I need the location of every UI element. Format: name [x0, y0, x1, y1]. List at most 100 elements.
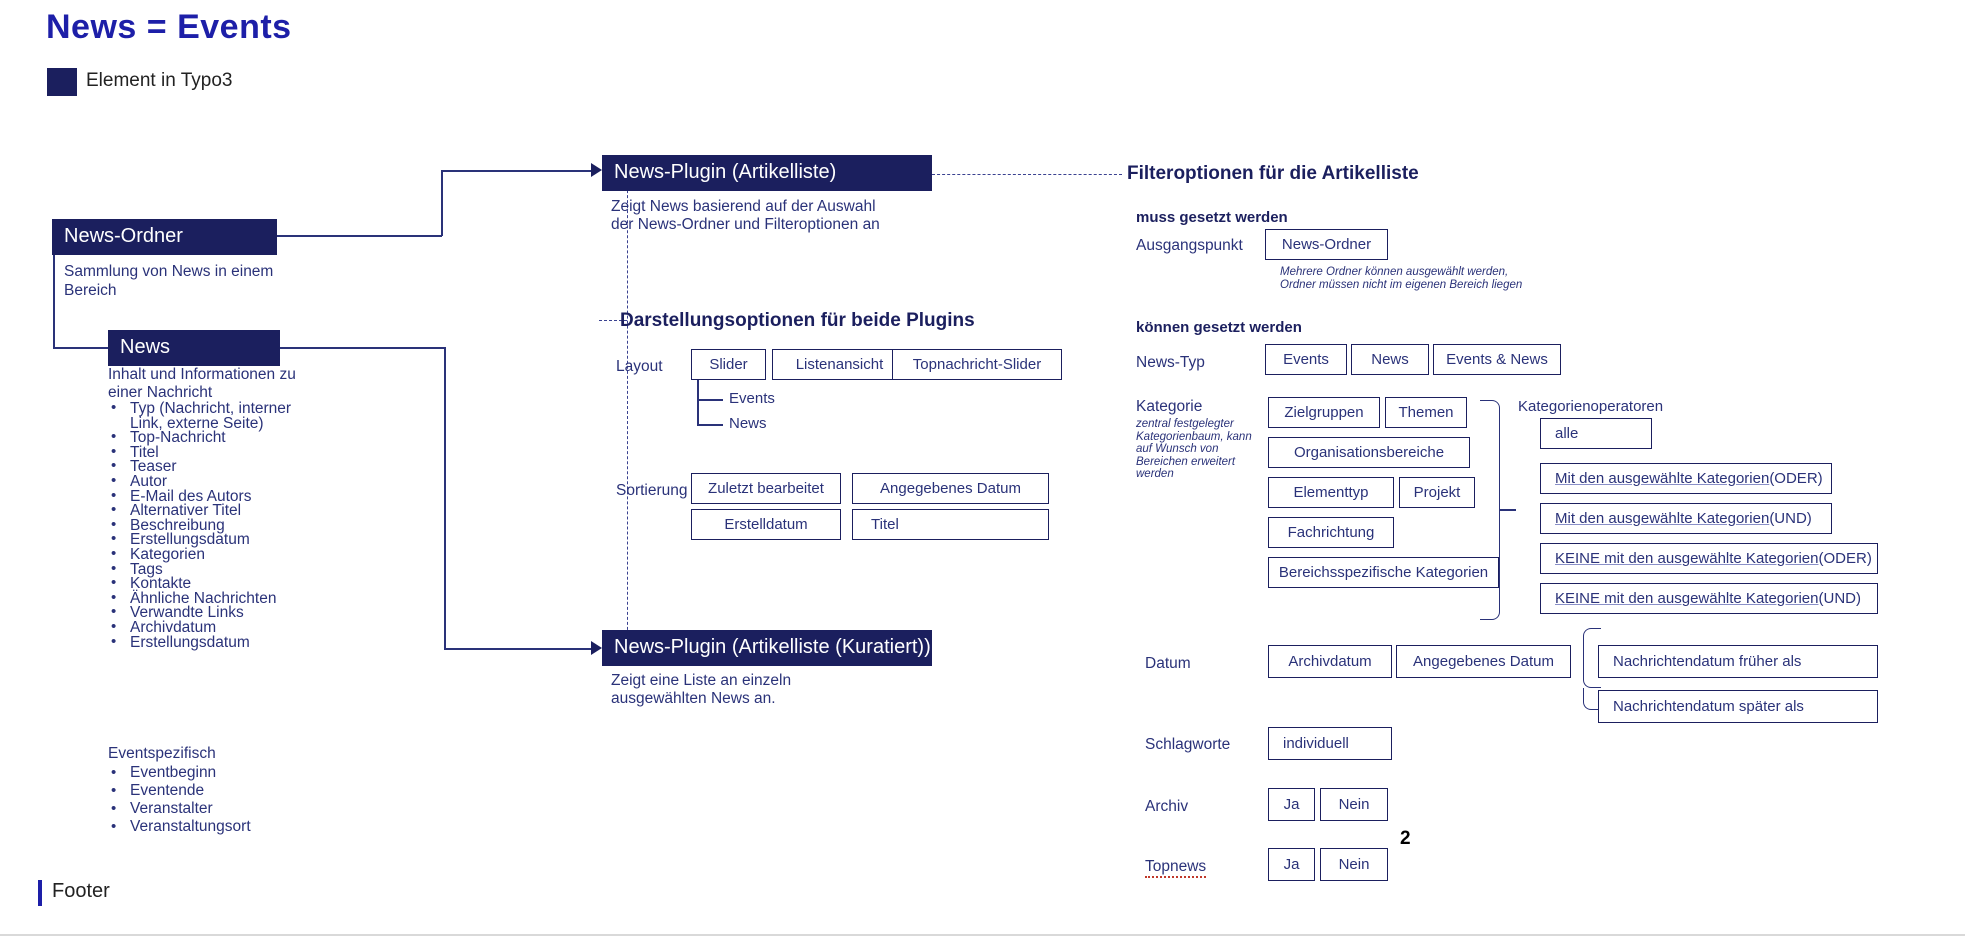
sort-option-zuletzt-bearbeitet[interactable]: Zuletzt bearbeitet: [691, 473, 841, 504]
datum-brace-connector: [1583, 628, 1601, 688]
schlagworte-label: Schlagworte: [1145, 736, 1231, 753]
news-desc-line1: Inhalt und Informationen zu: [108, 366, 296, 383]
ausgangspunkt-note-line1: Mehrere Ordner können ausgewählt werden,: [1280, 266, 1509, 278]
archiv-option-nein[interactable]: Nein: [1320, 788, 1388, 821]
legend-color-swatch: [47, 68, 77, 96]
list-item: •Verwandte Links: [108, 603, 358, 621]
schlagworte-option-individuell[interactable]: individuell: [1268, 727, 1392, 760]
list-item: • Veranstaltungsort: [108, 818, 358, 836]
topnews-option-ja[interactable]: Ja: [1268, 848, 1315, 881]
kategorie-option-zielgruppen[interactable]: Zielgruppen: [1268, 397, 1380, 428]
bullet-icon: •: [111, 818, 117, 835]
news-field-2: Titel: [130, 443, 159, 461]
topnews-option-nein[interactable]: Nein: [1320, 848, 1388, 881]
arrow-to-plugin-curated: [591, 641, 602, 655]
list-item: •Beschreibung: [108, 516, 358, 534]
dashed-connector-to-display-options: [599, 320, 627, 321]
layout-option-topnachricht-slider[interactable]: Topnachricht-Slider: [892, 349, 1062, 380]
list-item-continuation: Link, externe Seite): [108, 414, 358, 432]
news-desc-line2: einer Nachricht: [108, 384, 213, 401]
news-ordner-box: News-Ordner Sammlung von News in einem B…: [52, 219, 277, 300]
kategorie-brace-connector: [1480, 400, 1500, 620]
bullet-icon: •: [111, 471, 117, 489]
ausgangspunkt-label: Ausgangspunkt: [1136, 237, 1243, 254]
kategorie-option-fachrichtung[interactable]: Fachrichtung: [1268, 517, 1394, 548]
news-ordner-heading: News-Ordner: [52, 219, 277, 255]
ausgangspunkt-note: Mehrere Ordner können ausgewählt werden,…: [1280, 266, 1540, 291]
datum-option-angegebenes-datum[interactable]: Angegebenes Datum: [1396, 645, 1571, 678]
kategorieoperator-keine-und-main: KEINE mit den ausgewählte Kategorien: [1555, 590, 1819, 607]
bullet-icon: •: [111, 486, 117, 504]
datum-sub-option-frueher[interactable]: Nachrichtendatum früher als: [1598, 645, 1878, 678]
news-ordner-description: Sammlung von News in einem Bereich: [64, 263, 274, 299]
list-item: •Veranstalter: [108, 800, 358, 818]
connector-to-plugin-list: [441, 170, 591, 172]
kategorie-option-themen[interactable]: Themen: [1385, 397, 1467, 428]
plugin-kuratiert-box: News-Plugin (Artikelliste (Kuratiert)): [602, 630, 932, 666]
news-field-list: •Typ (Nachricht, interner Link, externe …: [108, 399, 358, 650]
sort-option-erstelldatum[interactable]: Erstelldatum: [691, 509, 841, 540]
kategorie-option-organisationsbereiche[interactable]: Organisationsbereiche: [1268, 437, 1470, 468]
legend-label: Element in Typo3: [86, 70, 233, 91]
kategorieoperator-option-keine-oder[interactable]: KEINE mit den ausgewählte Kategorien (OD…: [1540, 543, 1878, 574]
bullet-icon: •: [111, 603, 117, 621]
news-field-0-cont: Link, externe Seite): [130, 414, 264, 432]
connector-news-right: [280, 347, 445, 349]
kategorieoperator-option-alle[interactable]: alle: [1540, 418, 1652, 449]
slider-tree-branch-2: [697, 424, 723, 426]
kategorie-option-projekt[interactable]: Projekt: [1399, 477, 1475, 508]
list-item: •Autor: [108, 471, 358, 490]
list-item: •Eventbeginn: [108, 764, 358, 782]
plugin-kuratiert-description: Zeigt eine Liste an einzeln ausgewählten…: [611, 672, 931, 708]
sort-option-titel[interactable]: Titel: [852, 509, 1049, 540]
bullet-icon: •: [111, 399, 117, 416]
news-heading: News: [108, 330, 280, 366]
news-description: Inhalt und Informationen zu einer Nachri…: [108, 366, 368, 402]
archiv-option-ja[interactable]: Ja: [1268, 788, 1315, 821]
layout-option-listenansicht[interactable]: Listenansicht: [772, 349, 907, 380]
list-item: •Typ (Nachricht, interner: [108, 399, 358, 417]
datum-label: Datum: [1145, 655, 1191, 672]
sort-option-angegebenes-datum[interactable]: Angegebenes Datum: [852, 473, 1049, 504]
news-field-8: Erstellungsdatum: [130, 531, 250, 549]
footer-accent-bar: [38, 880, 42, 906]
news-field-10: Tags: [130, 560, 163, 578]
connector-news-vertical: [444, 347, 446, 650]
plugin-list-desc-line1: Zeigt News basierend auf der Auswahl: [611, 198, 876, 215]
event-group-title: Eventspezifisch: [108, 745, 216, 762]
news-typ-label: News-Typ: [1136, 354, 1205, 371]
news-field-11: Kontakte: [130, 575, 192, 593]
list-item: •Eventende: [108, 782, 358, 800]
kategorieoperator-option-keine-und[interactable]: KEINE mit den ausgewählte Kategorien (UN…: [1540, 583, 1878, 614]
bottom-divider: [0, 934, 1965, 936]
kategorieoperator-option-mit-oder[interactable]: Mit den ausgewählte Kategorien (ODER): [1540, 463, 1832, 494]
news-typ-option-news[interactable]: News: [1351, 344, 1429, 375]
dashed-connector-to-filter: [932, 174, 1122, 175]
bullet-icon: •: [111, 457, 117, 475]
kategorie-note: zentral festgelegter Kategorienbaum, kan…: [1136, 418, 1252, 481]
bullet-icon: •: [111, 764, 117, 781]
connector-to-plugin-curated: [444, 648, 591, 650]
news-field-7: Beschreibung: [130, 516, 225, 534]
news-typ-option-events-news[interactable]: Events & News: [1433, 344, 1561, 375]
event-field-3: Veranstaltungsort: [130, 818, 251, 835]
datum-option-archivdatum[interactable]: Archivdatum: [1268, 645, 1392, 678]
kategorie-option-elementtyp[interactable]: Elementtyp: [1268, 477, 1394, 508]
datum-sub-option-spaeter[interactable]: Nachrichtendatum später als: [1598, 690, 1878, 723]
list-item: •E-Mail des Autors: [108, 486, 358, 505]
news-field-12: Ähnliche Nachrichten: [130, 589, 277, 607]
ausgangspunkt-note-line2: Ordner müssen nicht im eigenen Bereich l…: [1280, 278, 1523, 291]
news-typ-option-events[interactable]: Events: [1265, 344, 1347, 375]
kategorie-option-bereichsspezifische[interactable]: Bereichsspezifische Kategorien: [1268, 557, 1499, 588]
ausgangspunkt-option-news-ordner[interactable]: News-Ordner: [1265, 229, 1388, 260]
bullet-icon: •: [111, 588, 117, 606]
kategorieoperator-keine-oder-main: KEINE mit den ausgewählte Kategorien: [1555, 550, 1819, 567]
kategorieoperator-mit-und-suffix: (UND): [1769, 510, 1812, 527]
kategorieoperator-keine-oder-suffix: (ODER): [1818, 550, 1872, 567]
event-field-1: Eventende: [130, 782, 205, 799]
layout-option-slider[interactable]: Slider: [691, 349, 766, 380]
kategorieoperator-mit-oder-suffix: (ODER): [1769, 470, 1823, 487]
list-item: •Alternativer Titel: [108, 502, 358, 519]
kategorieoperator-option-mit-und[interactable]: Mit den ausgewählte Kategorien (UND): [1540, 503, 1832, 534]
